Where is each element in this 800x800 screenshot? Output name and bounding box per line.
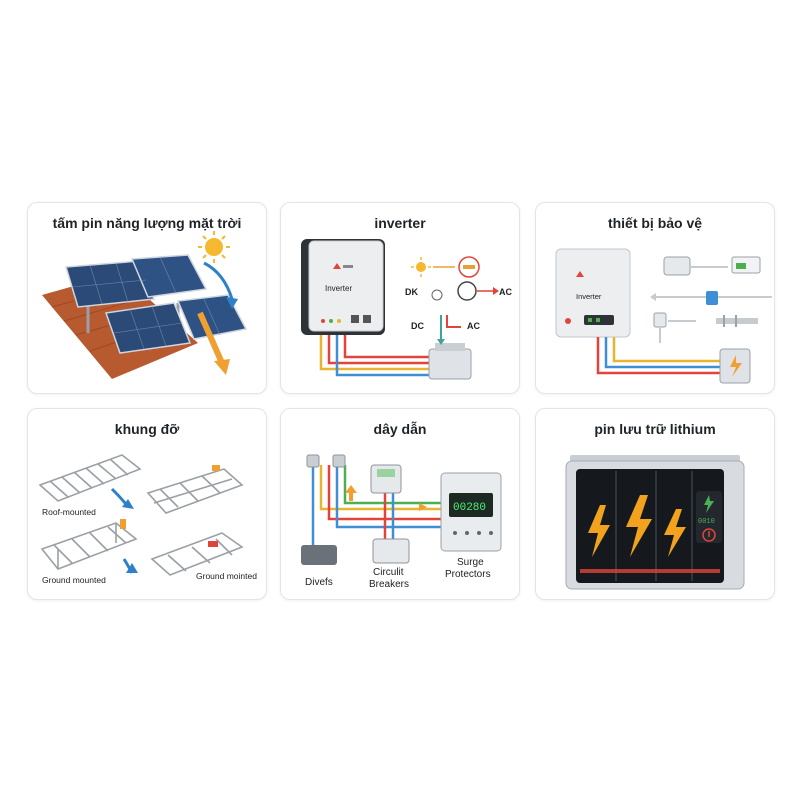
ground-rail-frame-left [40, 522, 138, 570]
mounting-frames-illustration: Roof-mounted Ground mounted Ground moint… [38, 454, 257, 585]
battery-display: 0010 [698, 518, 715, 526]
fuse-icon [706, 291, 718, 305]
surge-label-line1: Surge [457, 557, 484, 568]
card-mounting-frames: khung đỡ Roof-mounte [27, 408, 267, 600]
breakers-label-line1: Circulit [373, 567, 404, 578]
devices-label: Divefs [305, 577, 333, 588]
battery-illustration: 0010 [565, 455, 745, 590]
rotation-arrow-icon [203, 261, 234, 300]
ground-mounted-label-right: Ground mointed [196, 571, 257, 581]
lightning-icon [588, 495, 686, 557]
inverter-diagram: Inverter DK AC [301, 239, 512, 380]
card-solar-panels: tấm pin năng lượng mặt trời [27, 202, 267, 394]
circuit-breaker-box [372, 538, 410, 564]
junction-box [428, 348, 472, 380]
lightning-icon [730, 355, 742, 377]
ground-mounted-label-left: Ground mounted [42, 575, 106, 585]
solar-roof-illustration [42, 231, 248, 379]
ground-rail-frame-bottom [150, 532, 244, 576]
card-inverter: inverter Inverter [280, 202, 520, 394]
surge-display: 00280 [453, 502, 486, 514]
protection-diagram: Inverter [555, 248, 772, 384]
solar-panel-array [65, 254, 248, 354]
card-title: pin lưu trữ lithium [594, 421, 716, 437]
sun-icon [198, 231, 230, 263]
inverter-label: Inverter [576, 292, 602, 301]
card-title: khung đỡ [114, 421, 180, 437]
battery-status-panel [696, 491, 722, 543]
surge-label-line2: Protectors [445, 569, 491, 580]
card-title: inverter [374, 215, 426, 231]
card-wiring: dây dẫn 00280 Divefs Circulit Breakers S… [280, 408, 520, 600]
card-protection-devices: thiết bị bảo vệ Inverter [535, 202, 775, 394]
inverter-label: Inverter [325, 284, 352, 293]
ac-label-bottom: AC [467, 321, 480, 331]
breakers-label-line2: Breakers [369, 579, 409, 590]
card-title: tấm pin năng lượng mặt trời [52, 215, 242, 231]
battery-cells [576, 469, 724, 583]
card-title: dây dẫn [373, 421, 427, 437]
ground-rail-frame-right [146, 468, 244, 514]
roof-mounted-label: Roof-mounted [42, 507, 96, 517]
tilt-arrow-icon [197, 311, 225, 365]
inverter-unit: Inverter [555, 248, 631, 338]
devices-box [301, 545, 337, 565]
power-icon [702, 528, 716, 542]
roof-rail-frame [38, 454, 142, 502]
card-title: thiết bị bảo vệ [607, 215, 703, 231]
ac-label: AC [499, 287, 512, 297]
dc-label: DK [405, 287, 418, 297]
wiring-diagram: 00280 Divefs Circulit Breakers Surge Pro… [301, 454, 502, 590]
breaker-icon [663, 256, 691, 276]
card-lithium-battery: pin lưu trữ lithium 0010 [535, 408, 775, 600]
dc-label-bottom: DC [411, 321, 424, 331]
inverter-unit: Inverter [301, 239, 385, 335]
sun-icon [411, 257, 431, 277]
